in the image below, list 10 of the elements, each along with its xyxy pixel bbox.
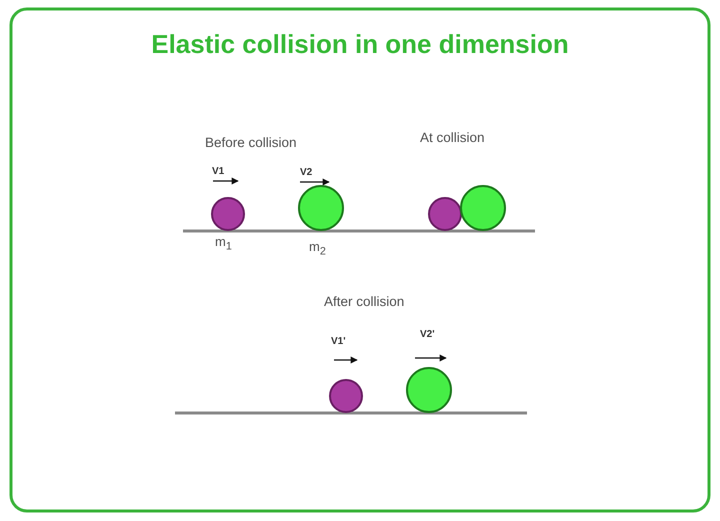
velocity-label: V2 — [300, 167, 312, 178]
section-heading: Before collision — [205, 135, 297, 151]
mass-label: m$_{1}$ — [215, 235, 232, 254]
velocity-label: V2' — [420, 329, 435, 340]
section-heading: After collision — [324, 294, 404, 310]
velocity-label: V1' — [331, 336, 346, 348]
title: Elastic collision in one dimension — [151, 28, 569, 60]
velocity-label: V1 — [212, 166, 224, 178]
mass-label: m$_{2}$ — [309, 240, 326, 258]
section-heading: At collision — [420, 130, 485, 146]
